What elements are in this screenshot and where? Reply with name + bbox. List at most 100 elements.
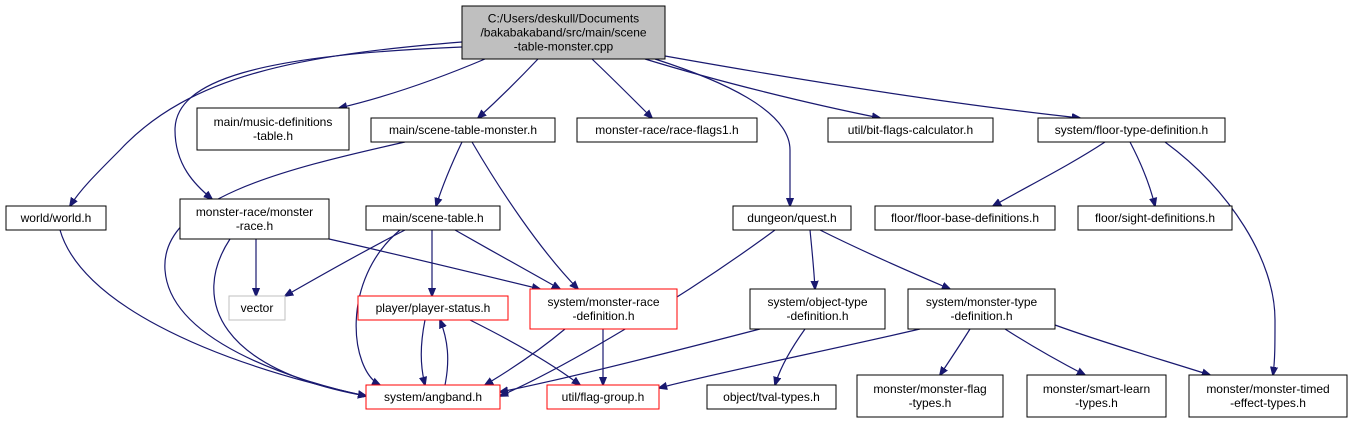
node-label: monster/monster-timed <box>1206 382 1329 396</box>
node-label: object/tval-types.h <box>723 390 820 404</box>
node-quest[interactable]: dungeon/quest.h <box>732 205 852 231</box>
edge-world-to-angband <box>59 229 366 396</box>
edge-quest-to-objtype <box>809 229 815 289</box>
node-vector[interactable]: vector <box>228 295 286 321</box>
node-bitflags[interactable]: util/bit-flags-calculator.h <box>827 117 994 143</box>
node-pstatus[interactable]: player/player-status.h <box>357 295 509 321</box>
node-label: util/bit-flags-calculator.h <box>848 123 973 137</box>
edge-root-to-quest <box>654 58 790 206</box>
edge-stm_h-to-scenetable <box>436 141 463 206</box>
node-box <box>179 198 330 240</box>
node-label: -race.h <box>236 219 273 233</box>
edge-objtype-to-angband <box>500 328 761 392</box>
node-label: system/angband.h <box>384 390 482 404</box>
node-mrace[interactable]: monster-race/monster-race.h <box>179 198 330 240</box>
edge-stm_h-to-mracedef <box>471 141 578 289</box>
edge-root-to-floortype <box>664 55 1080 118</box>
edge-root-to-stm_h <box>478 58 539 118</box>
node-box <box>732 205 852 231</box>
node-box <box>1188 374 1348 418</box>
node-label: system/monster-race <box>547 295 659 309</box>
node-box <box>907 288 1056 330</box>
node-label: monster-race/monster <box>196 205 313 219</box>
node-label: main/scene-table.h <box>382 211 483 225</box>
node-label: main/music-definitions <box>214 115 333 129</box>
node-label: world/world.h <box>20 211 92 225</box>
node-label: player/player-status.h <box>376 301 491 315</box>
edge-objtype-to-tval <box>775 328 806 385</box>
edge-mracedef-to-angband <box>485 328 566 385</box>
node-angband[interactable]: system/angband.h <box>365 384 501 410</box>
edge-mrace-to-angband <box>213 238 366 396</box>
node-raceflags[interactable]: monster-race/race-flags1.h <box>576 117 758 143</box>
node-mtype[interactable]: system/monster-type-definition.h <box>907 288 1056 330</box>
node-objtype[interactable]: system/object-type-definition.h <box>749 288 886 330</box>
edge-scenetable-to-mracedef <box>454 229 560 289</box>
node-label: system/object-type <box>767 295 867 309</box>
node-box <box>228 295 286 321</box>
node-label: -effect-types.h <box>1230 396 1306 410</box>
edge-mtype-to-mflag <box>940 328 971 375</box>
node-stm_h[interactable]: main/scene-table-monster.h <box>370 117 556 143</box>
node-label: -types.h <box>909 396 952 410</box>
node-box <box>1037 117 1226 143</box>
node-label: -definition.h <box>786 309 848 323</box>
node-label: system/floor-type-definition.h <box>1055 123 1208 137</box>
node-label: floor/floor-base-definitions.h <box>891 211 1039 225</box>
node-box <box>461 5 666 60</box>
node-box <box>576 117 758 143</box>
node-label: dungeon/quest.h <box>747 211 836 225</box>
node-tval[interactable]: object/tval-types.h <box>706 384 837 410</box>
node-box <box>529 288 678 330</box>
node-label: -table.h <box>253 129 293 143</box>
node-label: -definition.h <box>950 309 1012 323</box>
edge-root-to-music <box>339 58 486 108</box>
node-box <box>546 384 660 410</box>
edge-mtype-to-smart <box>1004 328 1085 375</box>
edge-floortype-to-floorbase <box>993 141 1106 206</box>
edge-mtype-to-flaggroup <box>659 328 921 388</box>
node-box <box>1026 374 1167 418</box>
edge-root-to-mrace <box>174 46 463 199</box>
node-label: monster/monster-flag <box>873 382 986 396</box>
node-label: monster/smart-learn <box>1043 382 1150 396</box>
node-sight[interactable]: floor/sight-definitions.h <box>1077 205 1233 231</box>
node-label: C:/Users/deskull/Documents <box>488 12 639 26</box>
node-smart[interactable]: monster/smart-learn-types.h <box>1026 374 1167 418</box>
node-label: /bakabakaband/src/main/scene <box>480 26 646 40</box>
node-music[interactable]: main/music-definitions-table.h <box>196 107 350 151</box>
node-floorbase[interactable]: floor/floor-base-definitions.h <box>874 205 1056 231</box>
node-floortype[interactable]: system/floor-type-definition.h <box>1037 117 1226 143</box>
edge-quest-to-mtype <box>819 229 950 289</box>
node-box <box>196 107 350 151</box>
node-label: -definition.h <box>572 309 634 323</box>
edge-floortype-to-sight <box>1129 141 1155 206</box>
node-world[interactable]: world/world.h <box>5 205 107 231</box>
node-root[interactable]: C:/Users/deskull/Documents/bakabakaband/… <box>461 5 666 60</box>
node-box <box>706 384 837 410</box>
edge-root-to-raceflags <box>591 58 652 118</box>
node-label: floor/sight-definitions.h <box>1095 211 1215 225</box>
node-scenetable[interactable]: main/scene-table.h <box>365 205 501 231</box>
node-mtimed[interactable]: monster/monster-timed-effect-types.h <box>1188 374 1348 418</box>
node-mflag[interactable]: monster/monster-flag-types.h <box>856 374 1004 418</box>
node-mracedef[interactable]: system/monster-race-definition.h <box>529 288 678 330</box>
node-box <box>1077 205 1233 231</box>
node-box <box>365 205 501 231</box>
edge-root-to-bitflags <box>644 58 880 118</box>
node-box <box>874 205 1056 231</box>
node-label: main/scene-table-monster.h <box>389 123 537 137</box>
node-box <box>856 374 1004 418</box>
node-flaggroup[interactable]: util/flag-group.h <box>546 384 660 410</box>
node-box <box>827 117 994 143</box>
edge-mrace-to-mracedef <box>328 238 540 289</box>
edge-scenetable-to-angband <box>355 229 401 385</box>
node-label: system/monster-type <box>926 295 1038 309</box>
edge-pstatus-to-angband <box>421 319 425 385</box>
edge-pstatus-to-flaggroup <box>469 319 580 385</box>
edge-floortype-to-mtimed <box>1164 141 1275 375</box>
node-label: util/flag-group.h <box>562 390 645 404</box>
edge-scenetable-to-vector <box>285 229 406 296</box>
node-box <box>357 295 509 321</box>
